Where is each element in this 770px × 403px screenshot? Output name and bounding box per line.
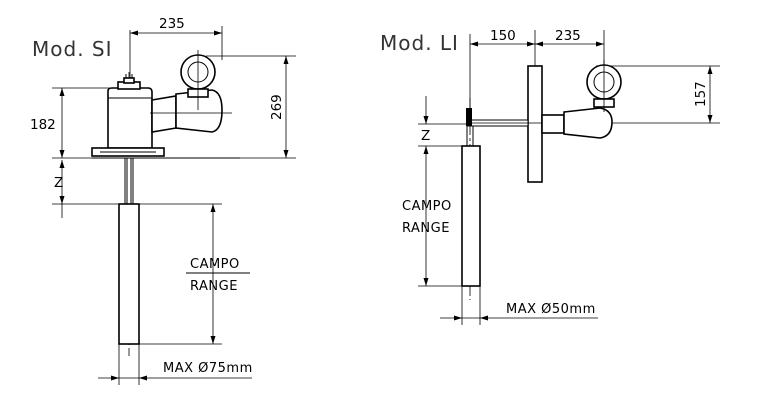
- model-li-dim-235: 235: [555, 28, 581, 44]
- model-li-max-diameter: MAX Ø50mm: [506, 302, 596, 317]
- model-si-dim-z: Z: [54, 175, 63, 191]
- model-si-max-diameter: MAX Ø75mm: [163, 361, 253, 376]
- model-si-dim-269: 269: [269, 94, 285, 120]
- model-li-range-line1: CAMPO: [402, 199, 452, 214]
- model-si-dim-235: 235: [159, 16, 185, 32]
- model-li-dim-157: 157: [693, 81, 709, 107]
- model-si-range-line1: CAMPO: [190, 257, 240, 272]
- model-li-title: Mod. LI: [380, 31, 459, 55]
- model-li-dim-z: Z: [421, 128, 430, 144]
- model-li-range-line2: RANGE: [402, 221, 450, 236]
- model-li-dim-150: 150: [490, 28, 516, 44]
- model-si-dim-182: 182: [30, 117, 56, 133]
- model-li-drawing: Mod. LI 150 235 157: [380, 28, 720, 325]
- model-si-drawing: Mod. SI 235 269 182 Z: [30, 16, 296, 385]
- model-si-title: Mod. SI: [32, 37, 113, 61]
- model-si-range-line2: RANGE: [190, 279, 238, 294]
